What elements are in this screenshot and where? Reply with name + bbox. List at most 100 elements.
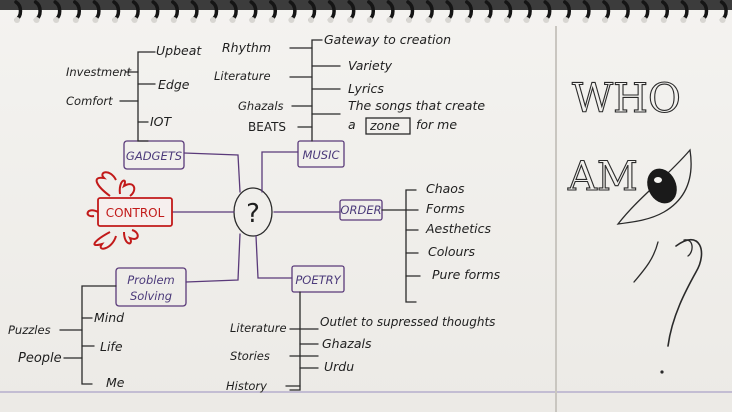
poetry-right-item: Ghazals <box>322 336 372 351</box>
problem-item: Me <box>106 375 125 390</box>
link-poetry <box>255 235 293 279</box>
gadgets-branch <box>137 51 156 142</box>
link-gadgets <box>183 152 241 193</box>
binding-hole <box>249 17 256 23</box>
music-left-item: BEATS <box>248 120 286 134</box>
binding-hole <box>543 17 550 23</box>
music-right-item: for me <box>416 117 457 132</box>
problem-subitem: People <box>18 351 62 366</box>
music-right-item: The songs that create <box>348 98 485 113</box>
binding-hole <box>562 17 569 23</box>
music-right-item: a <box>348 117 356 132</box>
binding-hole <box>14 17 20 23</box>
binding-hole <box>33 17 40 23</box>
music-left-item: Rhythm <box>222 40 271 55</box>
binding-edge <box>0 0 732 10</box>
order-label: ORDER <box>340 203 381 217</box>
poetry-label: POETRY <box>295 273 341 287</box>
music-label: MUSIC <box>302 148 339 162</box>
gadgets-label: GADGETS <box>126 149 182 163</box>
question-dot <box>660 370 664 374</box>
binding-hole <box>366 17 373 23</box>
music-box <box>297 140 345 168</box>
music-right-item: Variety <box>348 58 393 73</box>
music-left-item: Literature <box>214 69 271 83</box>
gadgets-box <box>123 140 185 170</box>
binding-hole <box>72 17 79 23</box>
binding-hole <box>288 17 295 23</box>
binding-hole <box>229 17 236 23</box>
link-problem <box>185 233 241 283</box>
poetry-left-item: Stories <box>230 349 270 363</box>
binding-hole <box>268 17 275 23</box>
binding-hole <box>484 17 491 23</box>
problem-branch <box>81 285 117 385</box>
poetry-box <box>291 265 345 293</box>
binding-hole <box>406 17 412 23</box>
binding-hole <box>347 17 354 23</box>
order-item: Aesthetics <box>425 221 492 236</box>
poetry-left-item: History <box>226 379 267 393</box>
binding-hole <box>641 17 648 23</box>
spiral-binding <box>0 0 732 23</box>
binding-hole <box>504 17 510 23</box>
binding-hole <box>719 17 726 23</box>
poetry-branch <box>289 291 301 391</box>
order-item: Forms <box>426 201 465 216</box>
control-flame-doodle <box>86 171 139 250</box>
gadgets-item: Edge <box>158 77 190 92</box>
order-item: Chaos <box>426 181 465 196</box>
gadgets-subitem: Comfort <box>66 94 113 108</box>
binding-hole <box>464 17 471 23</box>
binding-hole <box>190 17 197 23</box>
problem-solving-box <box>115 267 187 307</box>
who-heading: WHO <box>572 76 681 122</box>
binding-hole <box>53 17 60 23</box>
eye-sketch <box>616 148 693 283</box>
zone-box <box>365 117 411 135</box>
gadgets-item: Upbeat <box>156 43 202 58</box>
order-item: Colours <box>428 244 476 259</box>
music-left-item: Ghazals <box>238 99 284 113</box>
music-branch <box>311 39 323 142</box>
binding-hole <box>151 17 158 23</box>
binding-hole <box>445 17 452 23</box>
binding-hole <box>131 17 138 23</box>
binding-hole <box>602 17 608 23</box>
binding-hole <box>170 17 177 23</box>
problem-label-line1: Problem <box>127 273 174 287</box>
binding-hole <box>308 17 314 23</box>
binding-hole <box>327 17 334 23</box>
problem-subitem: Puzzles <box>8 323 51 337</box>
gadgets-item: IOT <box>150 114 173 129</box>
music-right-item: Lyrics <box>348 81 384 96</box>
binding-hole <box>112 17 118 23</box>
binding-hole <box>621 17 628 23</box>
binding-hole <box>523 17 530 23</box>
binding-hole <box>425 17 432 23</box>
binding-hole <box>680 17 687 23</box>
order-item: Pure forms <box>432 267 501 282</box>
link-music <box>261 151 299 193</box>
am-heading: AM <box>567 154 638 200</box>
binding-hole <box>210 17 216 23</box>
problem-item: Life <box>100 339 123 354</box>
control-box <box>97 197 173 227</box>
music-right-item: zone <box>369 118 400 133</box>
music-right-item: Gateway to creation <box>324 32 451 47</box>
binding-hole <box>582 17 589 23</box>
binding-hole <box>700 17 706 23</box>
question-mark-sketch <box>667 238 703 347</box>
problem-item: Mind <box>94 310 124 325</box>
center-question-mark: ? <box>246 199 260 229</box>
poetry-left-item: Literature <box>230 321 287 335</box>
problem-label-line2: Solving <box>130 289 172 303</box>
poetry-right-item: Urdu <box>324 359 354 374</box>
order-branch <box>405 189 417 303</box>
binding-hole <box>92 17 99 23</box>
poetry-right-item: Outlet to supressed thoughts <box>320 315 495 329</box>
binding-hole <box>386 17 393 23</box>
control-label: CONTROL <box>106 206 165 220</box>
